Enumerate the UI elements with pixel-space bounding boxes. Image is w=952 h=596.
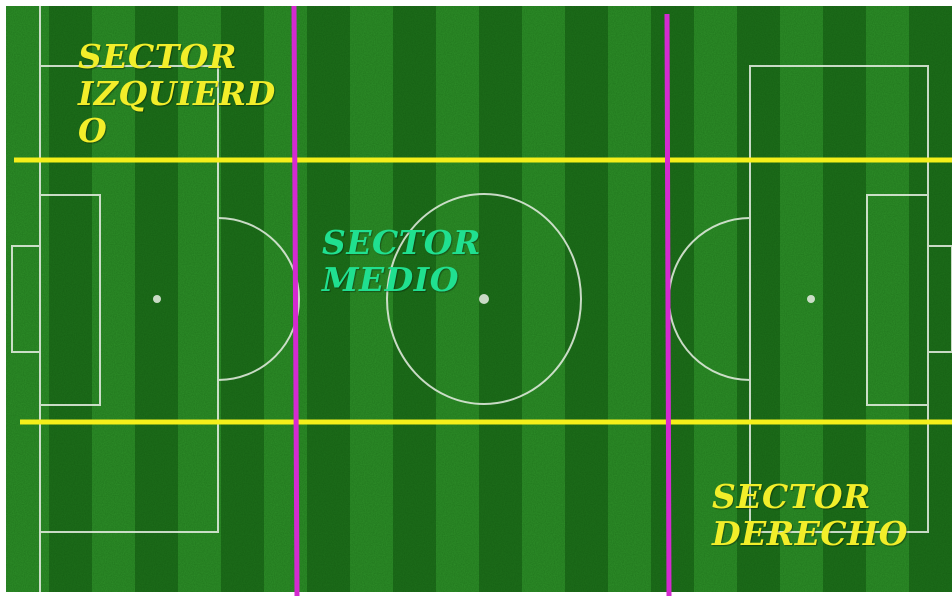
left-penalty-spot [153, 295, 161, 303]
left-penalty-arc [217, 217, 300, 381]
sector-left-line-2: IZQUIERD [78, 74, 276, 113]
right-goal [927, 245, 952, 353]
sector-middle-line-2: MEDIO [322, 260, 459, 299]
sector-left-line-3: O [78, 111, 108, 150]
left-goal [11, 245, 41, 353]
sector-dividers [14, 5, 952, 596]
sector-middle-line-1: SECTOR [322, 223, 481, 262]
right-penalty-spot [807, 295, 815, 303]
center-circle [386, 193, 582, 405]
sector-left-label: SECTOR IZQUIERD O [78, 38, 276, 149]
right-vertical-divider [664, 13, 672, 596]
center-spot [479, 294, 489, 304]
sector-right-line-2: DERECHO [712, 514, 909, 553]
sector-right-label: SECTOR DERECHO [712, 478, 908, 552]
sector-left-line-1: SECTOR [78, 37, 237, 76]
sector-middle-label: SECTOR MEDIO [322, 224, 481, 298]
field-markings [11, 6, 952, 592]
sector-right-line-1: SECTOR [712, 477, 871, 516]
left-vertical-divider [291, 5, 300, 596]
